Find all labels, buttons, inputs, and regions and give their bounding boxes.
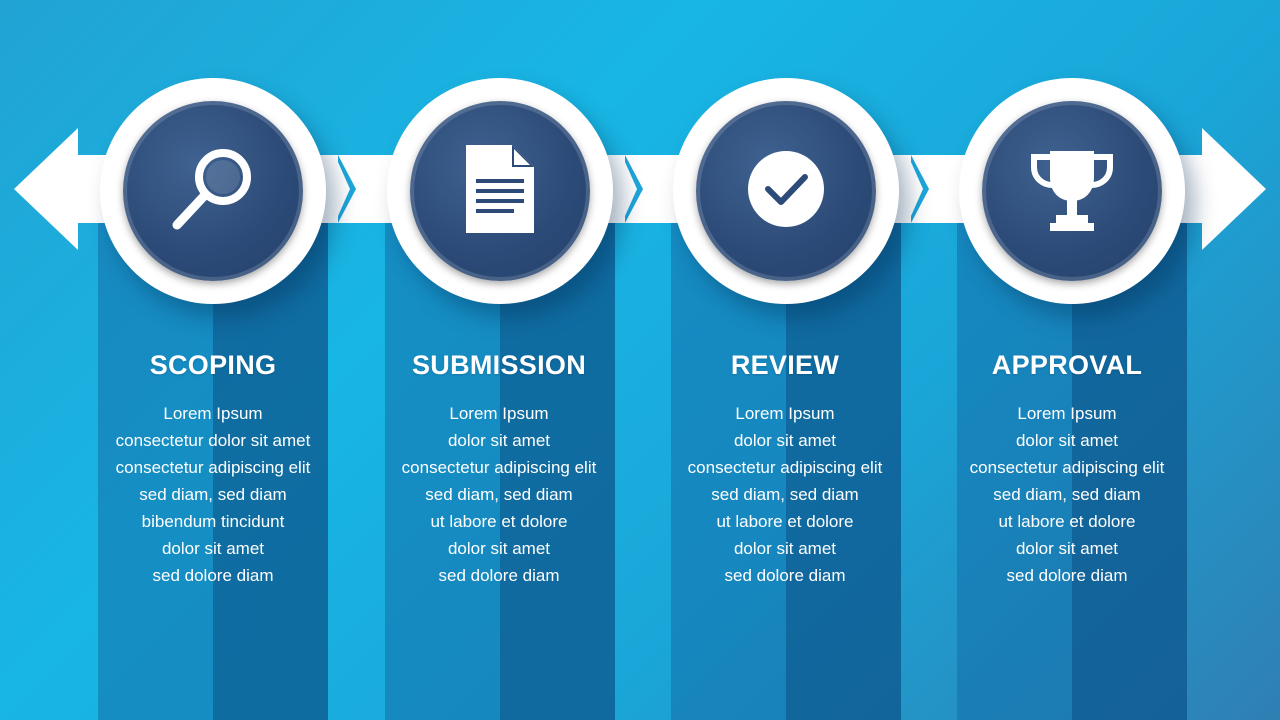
chevron-separator-2-inner xyxy=(625,162,637,216)
step-circle-review xyxy=(673,78,899,304)
description-line: dolor sit amet xyxy=(733,431,837,450)
description-line: sed diam, sed diam xyxy=(425,485,573,504)
step-circle-submission xyxy=(387,78,613,304)
description-line: dolor sit amet xyxy=(447,431,551,450)
description-line: dolor sit amet xyxy=(733,539,837,558)
description-line: dolor sit amet xyxy=(1015,539,1119,558)
description-line: Lorem Ipsum xyxy=(1017,404,1117,423)
description-line: dolor sit amet xyxy=(161,539,265,558)
description-line: consectetur dolor sit amet xyxy=(115,431,311,450)
description-line: consectetur adipiscing elit xyxy=(115,458,311,477)
chevron-separator-1-inner xyxy=(338,162,350,216)
description-line: sed dolore diam xyxy=(724,566,846,585)
document-icon xyxy=(450,139,550,244)
description-line: Lorem Ipsum xyxy=(449,404,549,423)
step-title-scoping: SCOPING xyxy=(149,350,277,380)
step-disc-approval xyxy=(982,101,1162,281)
description-line: sed dolore diam xyxy=(152,566,274,585)
description-line: consectetur adipiscing elit xyxy=(969,458,1165,477)
step-disc-review xyxy=(696,101,876,281)
description-line: sed diam, sed diam xyxy=(139,485,287,504)
trophy-icon xyxy=(1022,139,1122,244)
step-description-approval: Lorem Ipsum dolor sit amet consectetur a… xyxy=(937,400,1197,589)
description-line: consectetur adipiscing elit xyxy=(401,458,597,477)
description-line: ut labore et dolore xyxy=(716,512,854,531)
description-line: consectetur adipiscing elit xyxy=(687,458,883,477)
chevron-separator-3-inner xyxy=(911,162,923,216)
description-line: dolor sit amet xyxy=(447,539,551,558)
description-line: Lorem Ipsum xyxy=(163,404,263,423)
step-circle-scoping xyxy=(100,78,326,304)
step-disc-scoping xyxy=(123,101,303,281)
step-description-scoping: Lorem Ipsum consectetur dolor sit amet c… xyxy=(83,400,343,589)
step-title-approval: APPROVAL xyxy=(991,350,1143,380)
arrow-right-head xyxy=(1202,128,1266,250)
description-line: ut labore et dolore xyxy=(430,512,568,531)
description-line: ut labore et dolore xyxy=(998,512,1136,531)
step-description-review: Lorem Ipsum dolor sit amet consectetur a… xyxy=(655,400,915,589)
description-line: sed dolore diam xyxy=(438,566,560,585)
description-line: sed diam, sed diam xyxy=(711,485,859,504)
step-disc-submission xyxy=(410,101,590,281)
description-line: Lorem Ipsum xyxy=(735,404,835,423)
description-line: dolor sit amet xyxy=(1015,431,1119,450)
arrow-left-head xyxy=(14,128,78,250)
step-title-submission: SUBMISSION xyxy=(411,350,587,380)
description-line: sed diam, sed diam xyxy=(993,485,1141,504)
step-circle-approval xyxy=(959,78,1185,304)
step-description-submission: Lorem Ipsum dolor sit amet consectetur a… xyxy=(369,400,629,589)
description-line: bibendum tincidunt xyxy=(141,512,285,531)
step-title-review: REVIEW xyxy=(730,350,840,380)
description-line: sed dolore diam xyxy=(1006,566,1128,585)
magnifier-icon xyxy=(163,139,263,244)
checkmark-icon xyxy=(736,139,836,244)
